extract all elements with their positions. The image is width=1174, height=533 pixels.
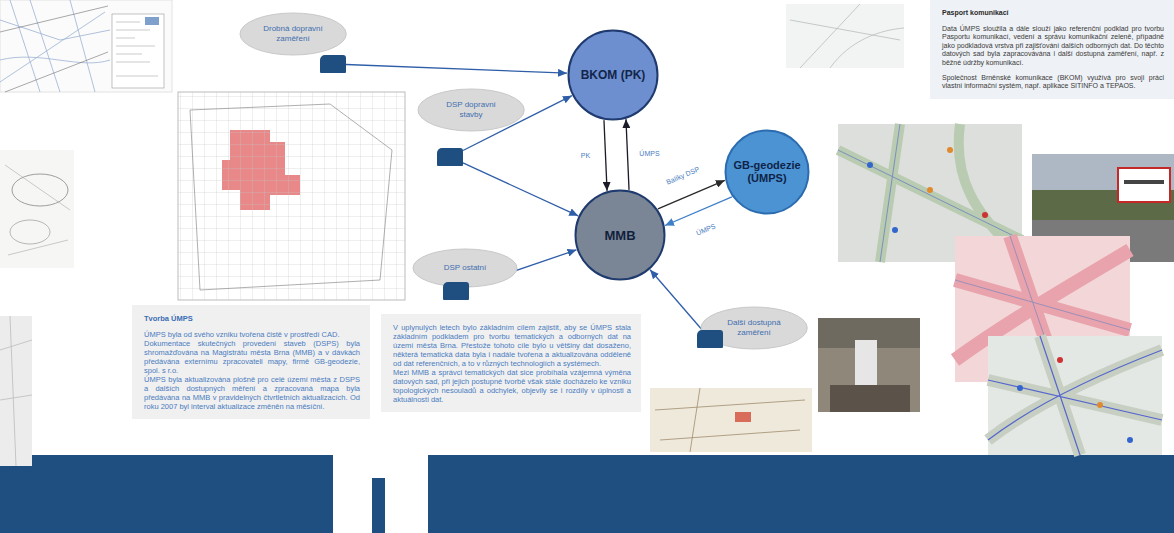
footer-band [0, 455, 333, 533]
circle-outline [569, 31, 658, 120]
source-bubble: Další dostupná zaměření [700, 306, 808, 350]
panel-paragraph: Mezi MMB a správci tematických dat sice … [393, 368, 631, 404]
panel-heading: Tvorba ÚMPS [144, 314, 360, 323]
text-panel: V uplynulých letech bylo základním cílem… [381, 314, 641, 412]
circle-outline [576, 191, 665, 280]
circle-outline [726, 131, 809, 214]
organisation-circle: GB-geodezie (ÚMPS) [724, 129, 810, 215]
document-icon [437, 148, 463, 166]
document-icon [697, 330, 723, 348]
document-icon [443, 282, 469, 300]
arrow-connector [604, 120, 607, 191]
map-image [988, 336, 1162, 455]
circle-label: BKOM (PK) [581, 68, 646, 82]
bubble-outline [240, 13, 346, 55]
footer-band [372, 478, 385, 533]
bubble-label: DSP ostatní [444, 263, 487, 273]
sketch-image [786, 4, 904, 68]
map-sheet [0, 0, 172, 92]
panel-paragraph: ÚMPS byla od svého vzniku tvořena čistě … [144, 330, 360, 339]
arrow-connector [346, 65, 567, 74]
source-bubble: Drobná dopravní zaměření [239, 12, 347, 56]
arrow-connector [665, 197, 732, 226]
grid-map [178, 92, 405, 300]
bubble-label: DSP dopravní stavby [435, 100, 507, 120]
connector-label: ÚMPS [638, 150, 660, 158]
bubble-label: Další dostupná zaměření [718, 318, 790, 338]
sketch-image [650, 388, 812, 452]
panel-paragraph: Data ÚMPS sloužila a dále slouží jako re… [942, 25, 1164, 68]
sketch-image [0, 150, 74, 268]
photo-image [0, 316, 32, 466]
panel-heading: Pasport komunikací [942, 9, 1164, 18]
panel-paragraph: Dokumentace skutečných provedení staveb … [144, 339, 360, 375]
organisation-circle: MMB [574, 189, 666, 281]
arrow-connector [650, 270, 702, 330]
organisation-circle: BKOM (PK) [567, 29, 659, 121]
panel-paragraph: V uplynulých letech bylo základním cílem… [393, 323, 631, 368]
photo-image [818, 318, 920, 412]
connector-label: PK [580, 152, 591, 160]
source-bubble: DSP dopravní stavby [417, 88, 525, 132]
text-panel: Tvorba ÚMPS ÚMPS byla od svého vzniku tvo… [132, 305, 370, 419]
footer-band [428, 455, 1174, 533]
document-icon [320, 55, 346, 73]
circle-label: MMB [604, 228, 635, 243]
connector-label: Balíky DSP [665, 165, 703, 187]
panel-paragraph: ÚMPS byla aktualizována plošně pro celé … [144, 375, 360, 411]
panel-paragraph: Společnost Brněnské komunikace (BKOM) vy… [942, 74, 1164, 91]
bubble-label: Drobná dopravní zaměření [257, 24, 329, 44]
info-panel: Pasport komunikacíData ÚMPS sloužila a d… [930, 0, 1174, 99]
circle-label: GB-geodezie (ÚMPS) [731, 159, 803, 185]
source-bubble: DSP ostatní [412, 248, 518, 288]
bubble-outline [418, 89, 524, 131]
arrow-connector [463, 163, 578, 216]
arrow-connector [626, 119, 629, 190]
connector-label: ÚMPS [695, 221, 719, 237]
